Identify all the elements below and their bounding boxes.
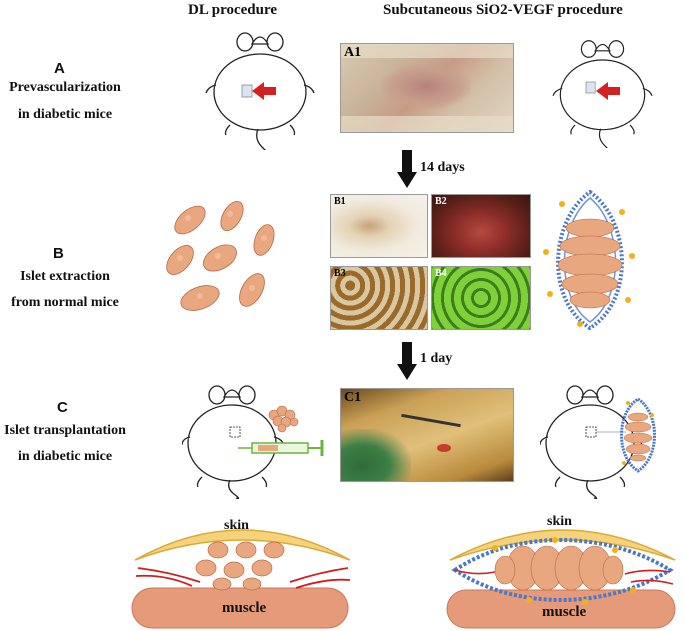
red-arrow-icon	[596, 82, 620, 100]
down-arrow-icon	[397, 150, 417, 188]
step-b-letter: B	[53, 245, 64, 262]
red-arrow-shape	[252, 82, 276, 100]
islet-cluster-illustration	[166, 201, 275, 311]
cross-section-dl-skin-label: skin	[224, 518, 249, 533]
step-a-line1: Prevascularization	[9, 80, 121, 95]
cross-section-dl-muscle-label: muscle	[222, 600, 267, 616]
photo-b4: B4	[431, 266, 531, 330]
syringe-icon	[238, 440, 324, 456]
photo-b3: B3	[330, 266, 428, 330]
photo-b2-label: B2	[435, 196, 447, 207]
red-arrow-icon	[252, 82, 276, 100]
photo-c1-label: C1	[344, 390, 362, 405]
photo-a1: A1	[340, 43, 514, 133]
photo-b4-label: B4	[435, 268, 447, 279]
photo-b2: B2	[431, 194, 531, 258]
step-a-letter: A	[54, 60, 65, 77]
step-c-line2: in diabetic mice	[17, 449, 113, 464]
step-a-line2: in diabetic mice	[17, 107, 113, 122]
dl-procedure-title: DL procedure	[188, 2, 278, 18]
red-arrow-shape	[596, 82, 620, 100]
cross-section-dl	[131, 529, 351, 629]
scaffold-islet-illustration	[543, 190, 635, 330]
step-b-line1: Islet extraction	[20, 269, 110, 284]
photo-a1-label: A1	[344, 45, 362, 60]
down-arrow-icon	[397, 342, 417, 380]
sio2-procedure-title: Subcutaneous SiO2-VEGF procedure	[383, 2, 623, 18]
cross-section-sio2	[446, 529, 676, 629]
mouse-c-right-illustration	[540, 385, 656, 500]
step-b-line2: from normal mice	[11, 295, 119, 310]
step-c-letter: C	[57, 399, 68, 416]
mouse-c-left-illustration	[182, 385, 324, 500]
cross-section-sio2-muscle-label: muscle	[542, 604, 587, 620]
step-c-line1: Islet transplantation	[4, 423, 126, 438]
photo-c1: C1	[340, 388, 514, 482]
photo-b1-label: B1	[334, 196, 346, 207]
arrow-label-14-days: 14 days	[420, 160, 465, 175]
arrow-label-1-day: 1 day	[420, 351, 453, 366]
photo-b1: B1	[330, 194, 428, 258]
photo-b3-label: B3	[334, 268, 346, 279]
cross-section-sio2-skin-label: skin	[547, 514, 572, 529]
